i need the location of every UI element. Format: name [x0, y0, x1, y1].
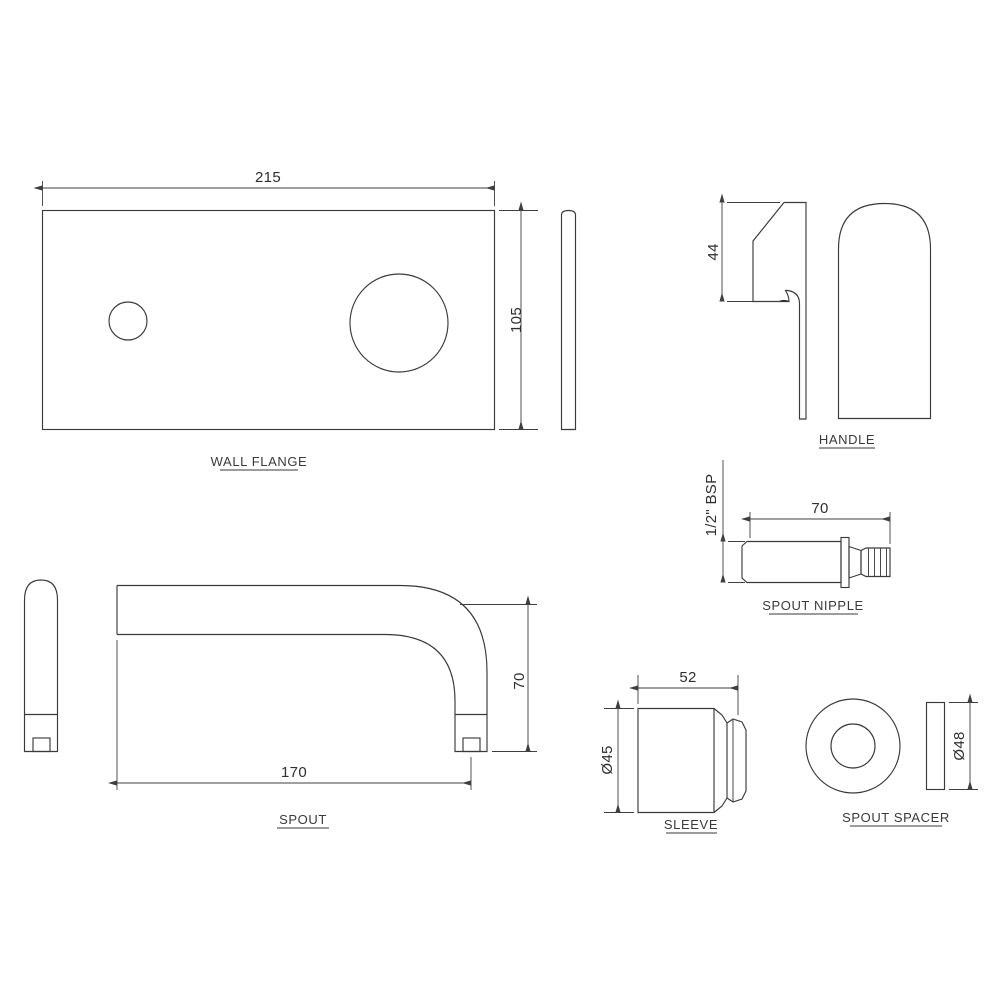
label-spout-nipple: SPOUT NIPPLE: [762, 598, 864, 615]
sleeve-step-2: [726, 718, 747, 803]
part-spout-nipple: 70 1/2" BSP SPOUT NIPPLE: [703, 460, 891, 615]
wall-flange-small-hole: [108, 301, 148, 341]
dim-sleeve-diameter-text: Ø45: [599, 745, 616, 774]
spout-aerator: [462, 737, 481, 753]
part-sleeve: 52 Ø45 SLEEVE: [599, 669, 747, 834]
spout-outer-wall: [117, 584, 488, 715]
dimension-flange-width: 215: [33, 169, 495, 206]
dimension-spout-length: 170: [108, 640, 472, 790]
dim-flange-width-text: 215: [255, 169, 281, 186]
label-spout-text: SPOUT: [279, 812, 327, 827]
dimension-spout-drop: 70: [460, 595, 537, 752]
label-wall-flange-text: WALL FLANGE: [211, 454, 308, 469]
dim-nipple-length-text: 70: [811, 500, 828, 517]
dim-sleeve-length-text: 52: [679, 669, 696, 686]
spout-end-outline: [23, 579, 59, 753]
wall-flange-front-outline: [41, 209, 496, 431]
part-handle: 44 HANDLE: [705, 193, 932, 449]
spout-inner-wall: [117, 633, 456, 715]
dim-spout-length-text: 170: [281, 764, 307, 781]
spout-spacer-inner-circle: [830, 723, 876, 769]
dim-spacer-diameter-text: Ø48: [951, 731, 968, 760]
label-sleeve-text: SLEEVE: [664, 817, 718, 832]
label-sleeve: SLEEVE: [664, 817, 718, 834]
label-spout: SPOUT: [277, 812, 329, 829]
wall-flange-side-outline: [560, 209, 577, 431]
label-spout-nipple-text: SPOUT NIPPLE: [762, 598, 864, 613]
spout-spacer-outer-circle: [805, 698, 901, 794]
dim-flange-height-text: 105: [508, 307, 525, 333]
sleeve-step-1: [713, 708, 728, 813]
handle-seat-mark: [778, 299, 790, 302]
dimension-nipple-length: 70: [741, 500, 891, 544]
dimension-spacer-diameter: Ø48: [949, 693, 978, 790]
dimension-nipple-thread: 1/2" BSP: [703, 460, 745, 583]
label-wall-flange: WALL FLANGE: [211, 454, 308, 471]
handle-side-outline: [752, 201, 807, 420]
spout-nipple-thread-body: [860, 547, 891, 578]
part-wall-flange: 215 105 WALL FLANGE: [33, 169, 577, 471]
label-spout-spacer-text: SPOUT SPACER: [842, 810, 950, 825]
dim-nipple-thread-text: 1/2" BSP: [703, 474, 720, 537]
dim-spout-drop-text: 70: [511, 672, 528, 689]
handle-front-outline: [837, 202, 932, 420]
spout-nose-block: [454, 713, 488, 753]
dimension-flange-height: 105: [499, 201, 538, 430]
wall-flange-large-hole: [349, 273, 449, 373]
part-spout-spacer: Ø48 SPOUT SPACER: [805, 693, 978, 827]
label-spout-spacer: SPOUT SPACER: [842, 810, 950, 827]
spout-spacer-side-outline: [925, 701, 946, 791]
dim-handle-height-text: 44: [705, 243, 722, 260]
spout-nipple-collar: [840, 536, 850, 589]
dimension-sleeve-diameter: Ø45: [599, 699, 634, 813]
spout-nipple-body: [741, 540, 842, 584]
part-spout: 170 70 SPOUT: [23, 579, 537, 829]
label-handle-text: HANDLE: [819, 432, 875, 447]
dimension-sleeve-length: 52: [629, 669, 739, 715]
sleeve-body: [637, 707, 715, 814]
spout-end-aerator: [32, 737, 51, 753]
label-handle: HANDLE: [819, 432, 875, 449]
dimension-handle-height: 44: [705, 193, 780, 302]
spout-nipple-neck: [848, 545, 862, 579]
